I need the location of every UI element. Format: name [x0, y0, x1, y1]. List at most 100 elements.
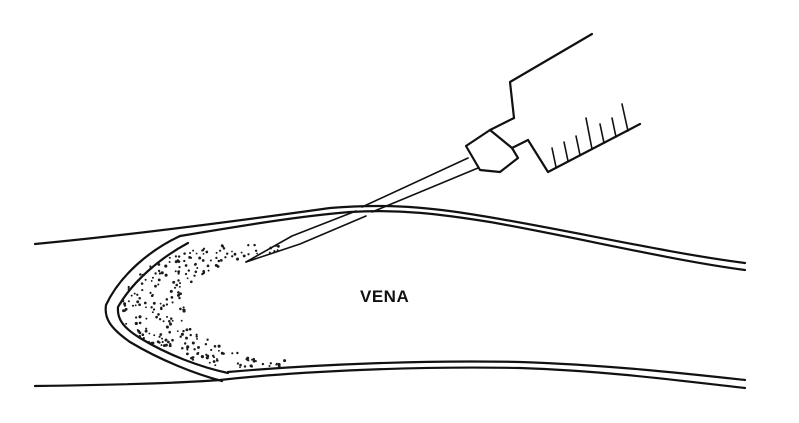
- syringe-neck: [490, 118, 528, 148]
- stipple-dot: [155, 316, 158, 319]
- stipple-dot: [223, 247, 226, 250]
- stipple-dot: [150, 342, 152, 344]
- stipple-dot: [165, 274, 168, 277]
- stipple-dot: [166, 303, 168, 305]
- stipple-dot: [178, 273, 180, 275]
- stipple-dot: [154, 285, 157, 288]
- stipple-dot: [157, 313, 160, 316]
- stipple-dot: [139, 273, 141, 275]
- stipple-dot: [152, 277, 154, 279]
- stipple-dot: [125, 323, 127, 325]
- stipple-dot: [196, 267, 198, 269]
- stipple-dot: [190, 334, 192, 336]
- stipple-dot: [237, 362, 239, 364]
- stipple-dot: [209, 362, 211, 364]
- stipple-dot: [149, 265, 151, 267]
- stipple-dot: [167, 341, 170, 344]
- stipple-dot: [159, 333, 162, 336]
- stipple-dot: [165, 339, 168, 342]
- stipple-dot: [216, 359, 219, 362]
- stipple-dot: [138, 303, 141, 306]
- stipple-dot: [128, 288, 130, 290]
- stipple-dot: [234, 253, 237, 256]
- stipple-dot: [172, 320, 174, 322]
- stipple-dot: [161, 338, 163, 340]
- syringe: [466, 34, 640, 172]
- stipple-dot: [277, 245, 280, 248]
- stipple-dot: [262, 363, 264, 365]
- vein-upper-wall: [35, 206, 745, 263]
- stipple-dot: [246, 358, 249, 361]
- stipple-dot: [136, 335, 138, 337]
- stipple-dot: [253, 360, 256, 363]
- needle-shaft-lower: [372, 168, 478, 212]
- stipple-dot: [189, 252, 191, 254]
- stipple-dot: [239, 364, 242, 367]
- stipple-dot: [177, 279, 179, 281]
- stipple-dot: [170, 317, 173, 320]
- stipple-dot: [141, 333, 144, 336]
- stipple-dot: [169, 344, 172, 347]
- stipple-dot: [202, 259, 205, 262]
- stipple-dot: [163, 320, 165, 322]
- stipple-dot: [166, 316, 168, 318]
- stipple-dot: [188, 256, 191, 259]
- syringe-barrel-bottom: [528, 124, 640, 172]
- stipple-dot: [185, 328, 188, 331]
- stipple-dot: [152, 311, 154, 313]
- stipple-dot: [169, 261, 171, 263]
- stipple-dot: [135, 316, 137, 318]
- stipple-dot: [138, 315, 141, 318]
- stipple-dot: [178, 255, 180, 257]
- stipple-dot: [158, 341, 160, 343]
- stipple-dot: [181, 320, 183, 322]
- stipple-dot: [125, 308, 128, 311]
- stipple-dot: [205, 343, 207, 345]
- stipple-dot: [159, 318, 161, 320]
- stipple-dot: [231, 255, 233, 257]
- stipple-dot: [131, 295, 133, 297]
- stipple-dot: [192, 342, 195, 345]
- stipple-dot: [203, 253, 205, 255]
- stipple-dot: [247, 253, 249, 255]
- stipple-dot: [154, 272, 156, 274]
- stipple-dot: [178, 266, 180, 268]
- stipple-dot: [185, 273, 187, 275]
- stipple-dot: [231, 251, 233, 253]
- stipple-dot: [145, 330, 148, 333]
- stipple-dot: [171, 296, 174, 299]
- stipple-dot: [186, 352, 189, 355]
- vein-lower-wall-inner: [228, 361, 745, 380]
- stipple-dot: [170, 290, 173, 293]
- stipple-dot: [183, 309, 186, 312]
- stipple-dot: [210, 259, 212, 261]
- stipple-dot: [144, 302, 147, 305]
- stipple-dot: [153, 308, 155, 310]
- stipple-dot: [135, 304, 137, 306]
- stipple-dot: [158, 263, 161, 266]
- stipple-dot: [278, 365, 280, 367]
- stipple-dot: [179, 308, 182, 311]
- stipple-dot: [157, 283, 159, 285]
- stipple-dot: [138, 279, 140, 281]
- stipple-dot: [201, 355, 204, 358]
- stipple-dot: [197, 352, 199, 354]
- stipple-dot: [128, 300, 130, 302]
- stipple-dot: [283, 359, 286, 362]
- stipple-dot: [185, 337, 188, 340]
- stipple-dot: [186, 345, 189, 348]
- stipple-dot: [158, 278, 161, 281]
- stipple-dot: [195, 334, 197, 336]
- stipple-dot: [205, 251, 208, 254]
- stipple-dot: [247, 244, 249, 246]
- syringe-barrel-top: [510, 34, 592, 118]
- stipple-dot: [169, 322, 172, 325]
- stipple-dot: [190, 357, 193, 360]
- stipple-dot: [169, 257, 171, 259]
- stipple-dot: [166, 325, 169, 328]
- stipple-dot: [244, 365, 246, 367]
- stipple-dot: [162, 304, 165, 307]
- stipple-dot: [218, 350, 220, 352]
- stipple-dot: [255, 250, 257, 252]
